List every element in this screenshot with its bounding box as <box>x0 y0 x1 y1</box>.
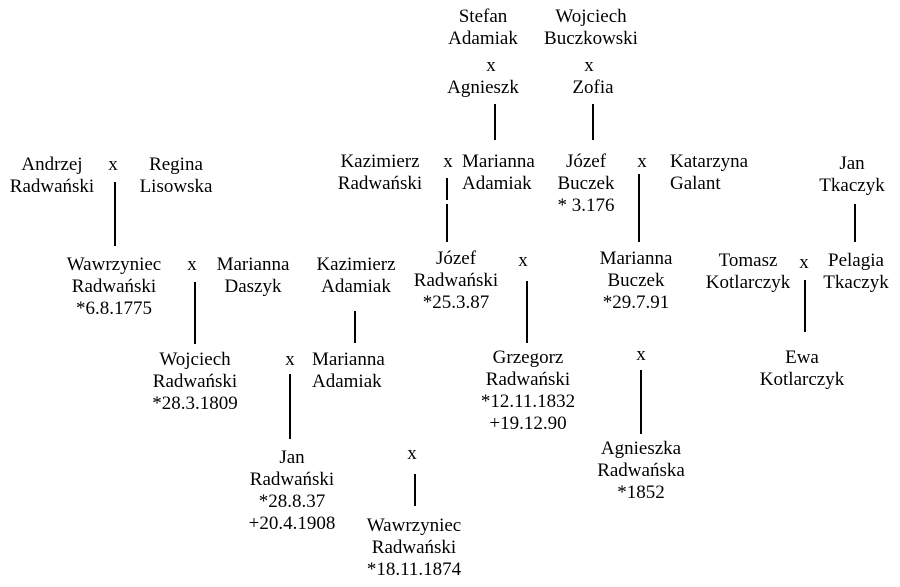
marriage-marker: x <box>443 151 453 172</box>
connector-line <box>494 104 496 140</box>
marriage-marker: x <box>637 151 647 172</box>
marriage-marker: x <box>584 55 594 76</box>
connector-line <box>446 204 448 242</box>
connector-line <box>414 474 416 506</box>
connector-line <box>638 174 640 242</box>
marriage-marker: x <box>285 349 295 370</box>
person-agnieszka: Agnieszk <box>447 77 519 98</box>
connector-line <box>194 282 196 344</box>
connector-line <box>804 280 806 332</box>
marriage-marker: x <box>799 252 809 273</box>
marriage-marker: x <box>407 443 417 464</box>
connector-line <box>640 370 642 434</box>
connector-line <box>354 311 356 343</box>
marriage-marker: x <box>518 250 528 271</box>
connector-line <box>592 104 594 140</box>
connector-line <box>526 281 528 343</box>
connector-line <box>854 204 856 242</box>
connector-line <box>446 178 448 200</box>
marriage-marker: x <box>187 254 197 275</box>
connector-line <box>289 374 291 439</box>
person-zofia: Zofia <box>572 77 614 98</box>
marriage-marker: x <box>486 55 496 76</box>
marriage-marker: x <box>108 154 118 175</box>
connector-line <box>114 182 116 246</box>
marriage-marker: x <box>636 344 646 365</box>
